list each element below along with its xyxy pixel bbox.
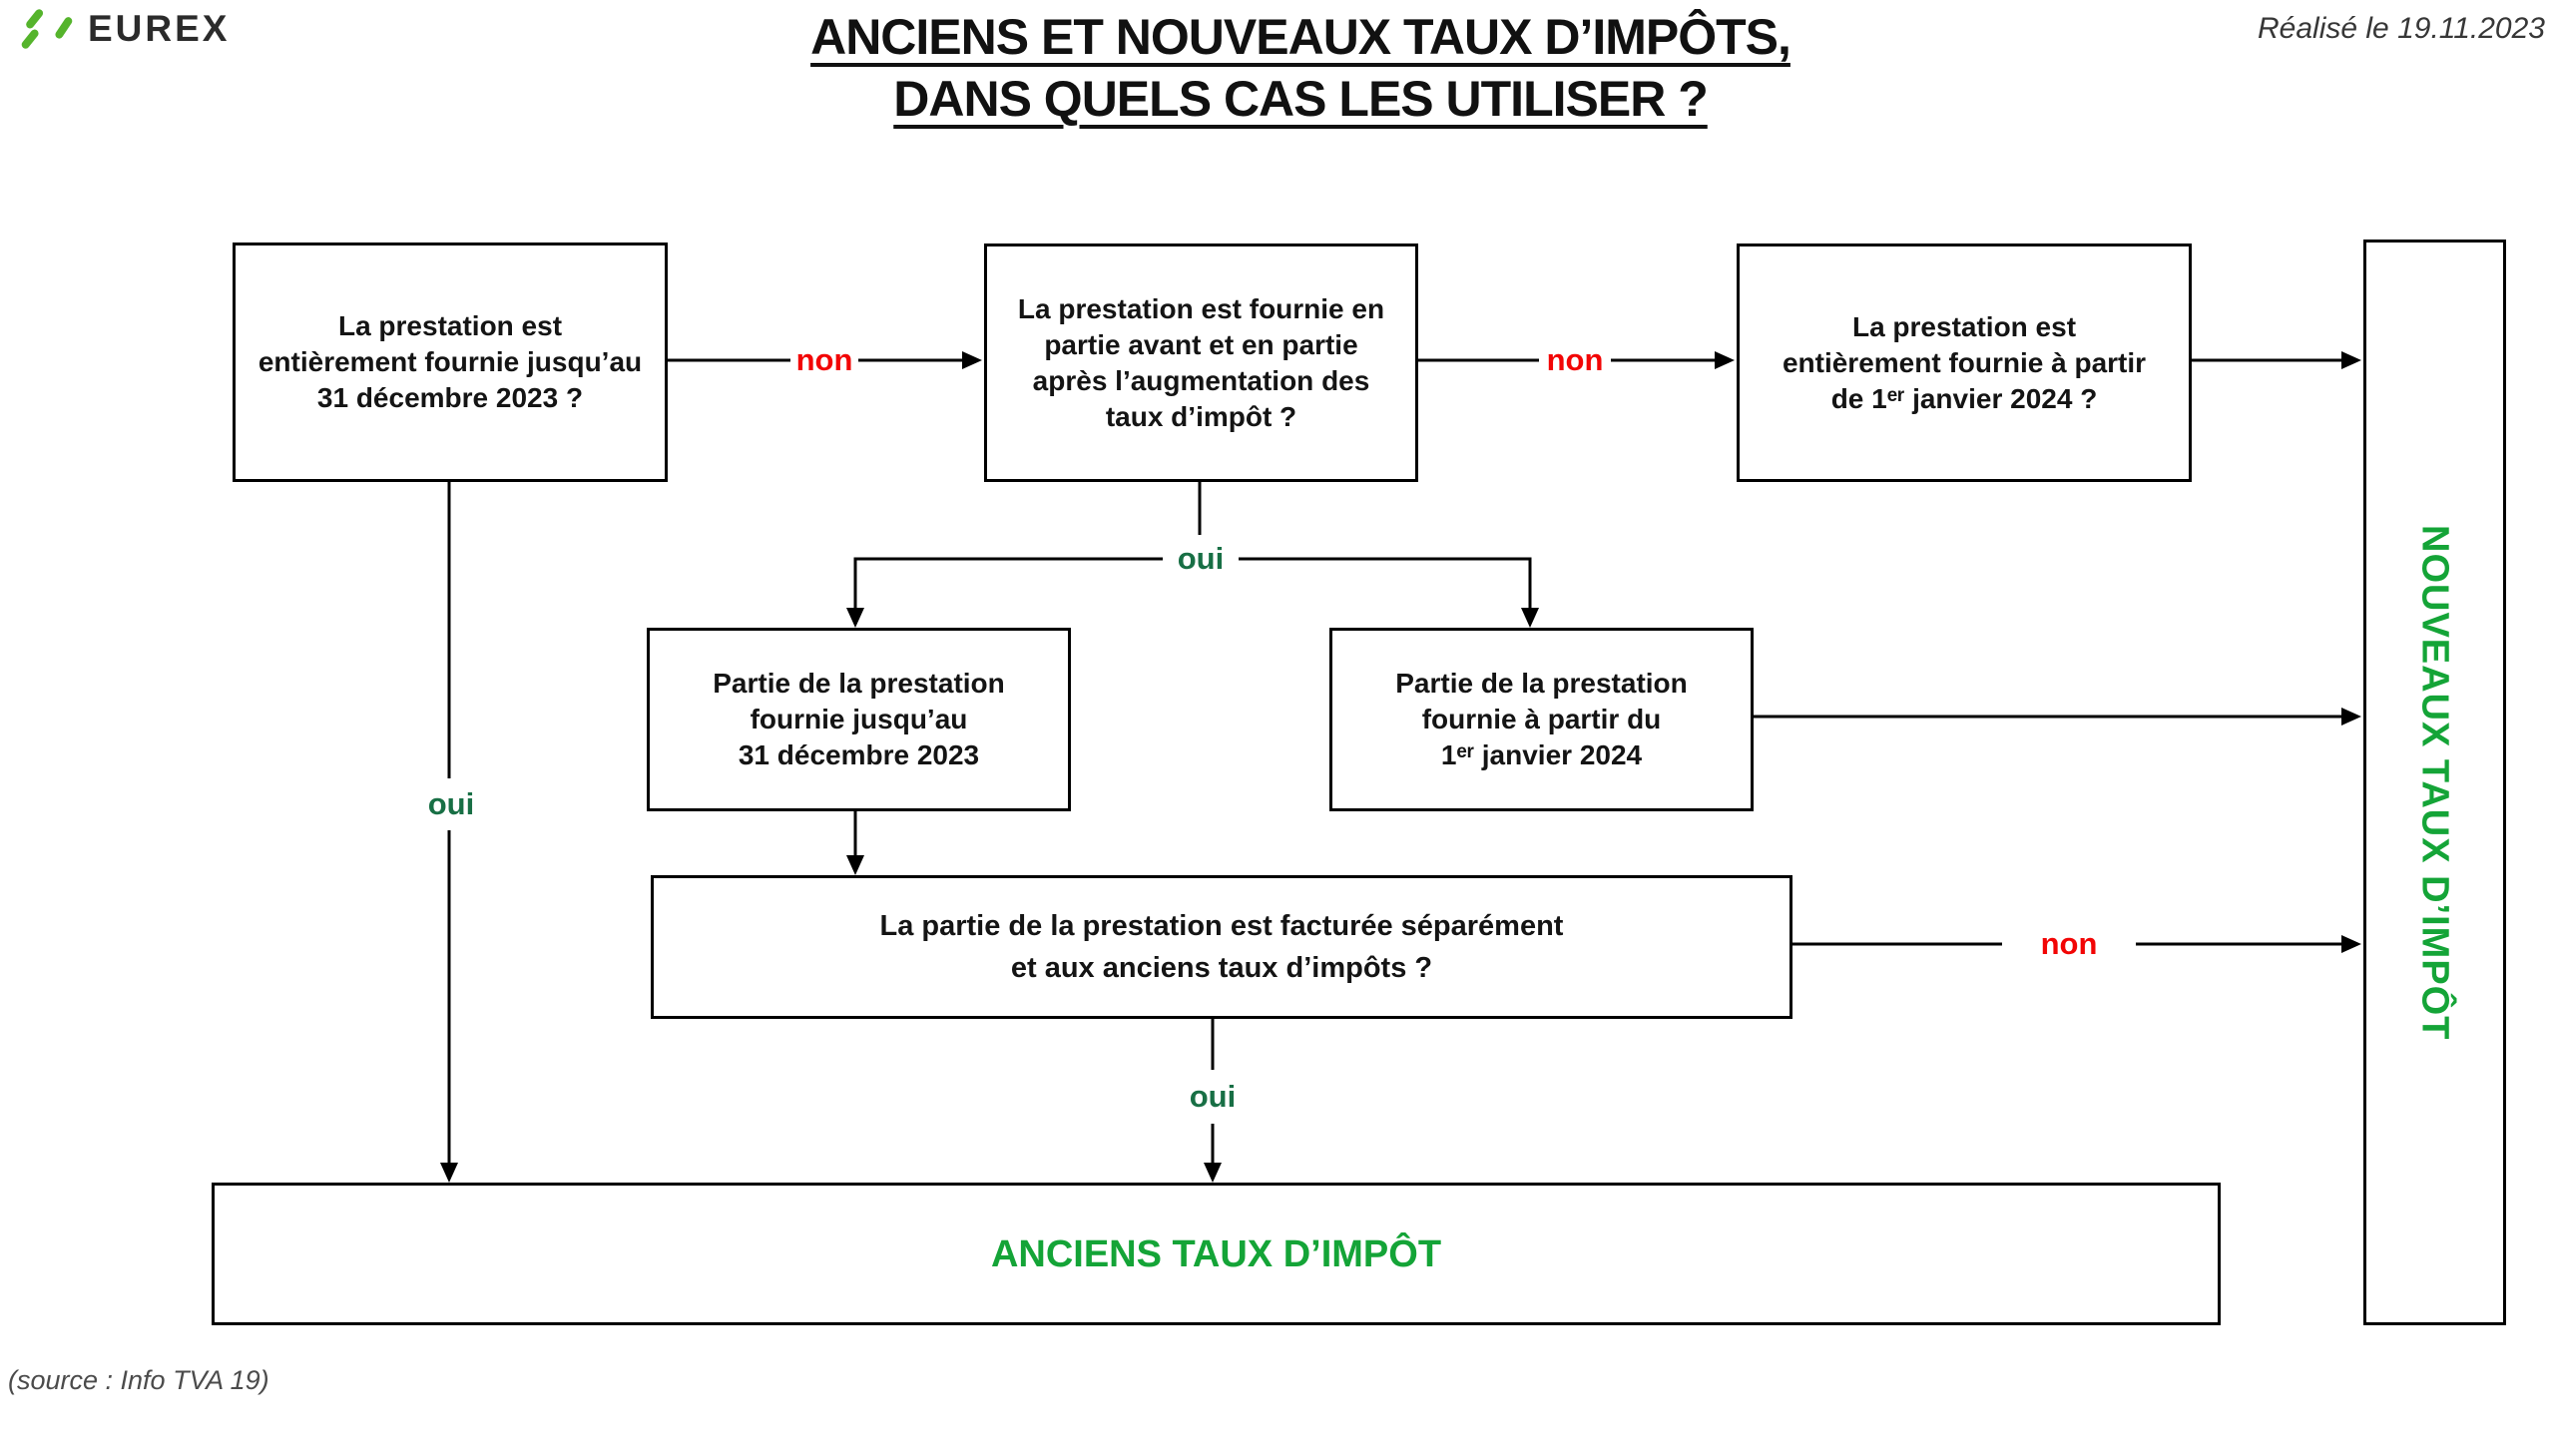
label-non-3: non bbox=[2036, 926, 2102, 962]
box-part-after-label: Partie de la prestation fournie à partir… bbox=[1395, 668, 1688, 770]
connector-split-right bbox=[1239, 557, 1532, 609]
arrowhead-into-q3 bbox=[1715, 351, 1735, 369]
label-non-2: non bbox=[1542, 342, 1608, 378]
label-oui-2: oui bbox=[423, 786, 479, 822]
box-question-fully-before: La prestation est entièrement fournie ju… bbox=[233, 243, 668, 482]
terminal-old-rates-label: ANCIENS TAUX D’IMPÔT bbox=[990, 1232, 1442, 1275]
title-line-1: ANCIENS ET NOUVEAUX TAUX D’IMPÔTS, bbox=[810, 9, 1791, 65]
title-line-2: DANS QUELS CAS LES UTILISER ? bbox=[893, 71, 1709, 127]
connector-split-left bbox=[853, 557, 1163, 609]
arrowhead-into-p2 bbox=[1521, 608, 1539, 628]
terminal-new-rates: NOUVEAUX TAUX D’IMPÔT bbox=[2363, 240, 2506, 1325]
source-note: (source : Info TVA 19) bbox=[8, 1365, 269, 1395]
box-question-fully-before-label: La prestation est entièrement fournie ju… bbox=[257, 310, 643, 413]
label-oui-1: oui bbox=[1173, 541, 1229, 577]
box-part-after: Partie de la prestation fournie à partir… bbox=[1329, 628, 1754, 811]
box-question-partly: La prestation est fournie en partie avan… bbox=[984, 243, 1418, 482]
arrowhead-p2-new bbox=[2341, 708, 2361, 726]
label-oui-3: oui bbox=[1185, 1079, 1241, 1115]
eurex-logo-text: EUREX bbox=[88, 8, 231, 49]
terminal-new-rates-label: NOUVEAUX TAUX D’IMPÔT bbox=[2413, 524, 2456, 1041]
label-non-1: non bbox=[791, 342, 857, 378]
arrowhead-invoice-old bbox=[1204, 1163, 1222, 1183]
box-invoiced-separately-label: La partie de la prestation est facturée … bbox=[879, 910, 1564, 984]
box-question-fully-after: La prestation est entièrement fournie à … bbox=[1737, 243, 2192, 482]
arrowhead-q1-old bbox=[440, 1163, 458, 1183]
arrowhead-into-q2 bbox=[962, 351, 982, 369]
terminal-old-rates: ANCIENS TAUX D’IMPÔT bbox=[212, 1183, 2221, 1325]
box-part-before: Partie de la prestation fournie jusqu’au… bbox=[647, 628, 1071, 811]
arrowhead-into-invoice bbox=[846, 855, 864, 875]
box-question-fully-after-label: La prestation est entièrement fournie à … bbox=[1782, 310, 2147, 414]
box-invoiced-separately: La partie de la prestation est facturée … bbox=[651, 875, 1792, 1019]
eurex-logo: EUREX bbox=[20, 8, 230, 50]
box-question-partly-label: La prestation est fournie en partie avan… bbox=[1017, 292, 1385, 432]
arrowhead-q3-new bbox=[2341, 351, 2361, 369]
box-part-before-label: Partie de la prestation fournie jusqu’au… bbox=[713, 668, 1005, 770]
eurex-logo-icon bbox=[21, 9, 73, 49]
arrowhead-invoice-new bbox=[2341, 935, 2361, 953]
date-note: Réalisé le 19.11.2023 bbox=[2258, 12, 2545, 45]
arrowhead-into-p1 bbox=[846, 608, 864, 628]
page-title: ANCIENS ET NOUVEAUX TAUX D’IMPÔTS, DANS … bbox=[810, 6, 1791, 130]
